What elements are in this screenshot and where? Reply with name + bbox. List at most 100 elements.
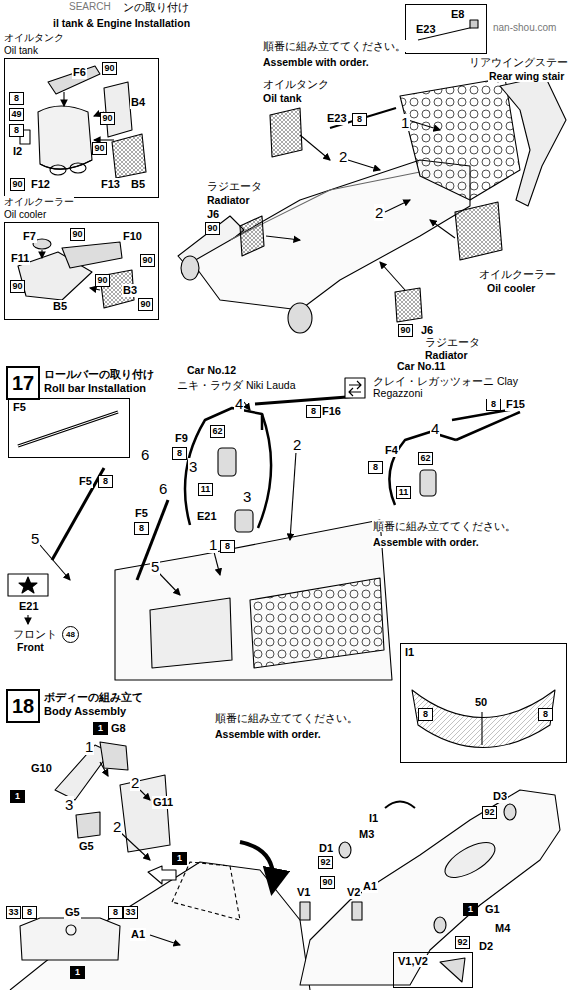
note-text: Assemble with order. <box>262 56 370 68</box>
part-label: F12 <box>30 178 51 191</box>
part-label: E23 <box>326 112 348 125</box>
part-label: I2 <box>12 145 23 158</box>
part-label: G8 <box>110 722 127 735</box>
paint-code: 90 <box>70 228 85 241</box>
paint-code: 90 <box>10 178 25 191</box>
note-text: Front <box>16 641 45 653</box>
part-label: J6 <box>206 208 220 221</box>
note-text: オイルタンク <box>262 78 330 90</box>
inset-box: V1,V2 <box>393 952 473 988</box>
part-label: G5 <box>78 840 95 853</box>
step-heading: ボディーの組み立て Body Assembly <box>44 690 166 719</box>
part-label: B3 <box>122 284 138 297</box>
paint-number: 90 <box>400 325 411 336</box>
paint-number: 8 <box>100 476 111 487</box>
paint-code: 33 <box>6 906 21 919</box>
paint-number: 1 <box>12 791 23 802</box>
part-label: F13 <box>100 178 121 191</box>
paint-number: 1 <box>174 853 185 864</box>
paint-code: 8 <box>486 398 501 411</box>
paint-number: 8 <box>354 114 365 125</box>
paint-number: 92 <box>484 807 495 818</box>
paint-code: 90 <box>398 324 413 337</box>
paint-number: 8 <box>24 907 35 918</box>
part-label: E21 <box>18 600 40 613</box>
part-label: D2 <box>478 940 494 953</box>
paint-code: 1 <box>70 966 85 979</box>
paint-code: 90 <box>92 142 107 155</box>
part-label: V1 <box>296 886 311 899</box>
paint-code: 90 <box>138 298 153 311</box>
note-text: ラジエータ <box>206 180 263 192</box>
paint-number: 49 <box>11 109 22 120</box>
step-number: 17 <box>8 368 38 398</box>
inset-box: オイルタンク Oil tank849890909090 <box>4 58 159 198</box>
paint-number: 8 <box>174 448 185 459</box>
part-label: F10 <box>122 230 143 243</box>
callout-number: 2 <box>338 148 348 165</box>
part-label: G11 <box>152 796 174 809</box>
paint-number: 62 <box>420 453 431 464</box>
note-text: Assemble with order. <box>372 536 480 548</box>
paint-number: 90 <box>94 143 105 154</box>
part-label: G1 <box>484 903 501 916</box>
part-label: F6 <box>72 66 87 79</box>
step-number: 18 <box>8 691 38 721</box>
paint-number: 11 <box>200 484 211 495</box>
watermark: nan-shou.com <box>492 22 557 34</box>
paint-code: 1 <box>463 903 478 916</box>
callout-number: 3 <box>188 458 198 475</box>
inset-label: V1,V2 <box>398 955 428 967</box>
paint-code: 8 <box>9 124 24 137</box>
paint-number: 8 <box>222 541 233 552</box>
paint-code: 1 <box>93 722 108 735</box>
callout-number: 3 <box>242 488 252 505</box>
part-label: F15 <box>505 398 526 411</box>
note-text: ラジエータ <box>424 336 481 348</box>
inset-box: E8E23 <box>405 4 487 54</box>
paint-number: 33 <box>125 907 136 918</box>
paint-number: 90 <box>12 179 23 190</box>
note-text: Oil cooler <box>486 282 536 294</box>
paint-code: 92 <box>455 936 470 949</box>
paint-code: 90 <box>100 112 115 125</box>
step-box: 18ボディーの組み立て Body Assembly <box>6 689 40 723</box>
callout-number: 2 <box>374 204 384 221</box>
paint-number: 90 <box>12 281 23 292</box>
part-label: D1 <box>318 842 334 855</box>
paint-code: 8 <box>538 708 553 721</box>
paint-number: 8 <box>370 462 381 473</box>
callout-number: 2 <box>292 436 302 453</box>
note-text: Assemble with order. <box>214 728 322 740</box>
note-text: Oil tank <box>262 92 303 104</box>
note-text: Radiator <box>206 194 251 206</box>
step-heading: ロールバーの取り付け Roll bar Installation <box>44 367 166 396</box>
paint-code: 48 <box>62 626 79 643</box>
paint-number: 11 <box>398 487 409 498</box>
paint-number: 62 <box>212 426 223 437</box>
paint-code: 49 <box>9 108 24 121</box>
part-label: D3 <box>492 790 508 803</box>
paint-number: 92 <box>320 857 331 868</box>
paint-number: 8 <box>488 399 499 410</box>
paint-code: 8 <box>220 540 235 553</box>
paint-number: 90 <box>207 223 218 234</box>
callout-number: 6 <box>158 480 168 497</box>
paint-code: 11 <box>198 483 213 496</box>
paint-number: 8 <box>136 523 147 534</box>
paint-code: 8 <box>352 113 367 126</box>
watermark: SEARCH <box>68 1 112 13</box>
part-label: F4 <box>384 444 399 457</box>
note-text: Car No.11 <box>396 360 446 372</box>
note-text: ニキ・ラウダ Niki Lauda <box>176 379 297 391</box>
paint-number: 92 <box>457 937 468 948</box>
part-label: F11 <box>10 252 30 265</box>
callout-number: 5 <box>30 530 40 547</box>
paint-code: 90 <box>102 62 117 75</box>
paint-number: 8 <box>110 907 121 918</box>
callout-number: 5 <box>150 558 160 575</box>
inset-label: I1 <box>405 646 414 658</box>
paint-code: 90 <box>320 876 335 889</box>
paint-code: 1 <box>10 790 25 803</box>
note-text: 順番に組み立ててください。 <box>262 40 407 52</box>
